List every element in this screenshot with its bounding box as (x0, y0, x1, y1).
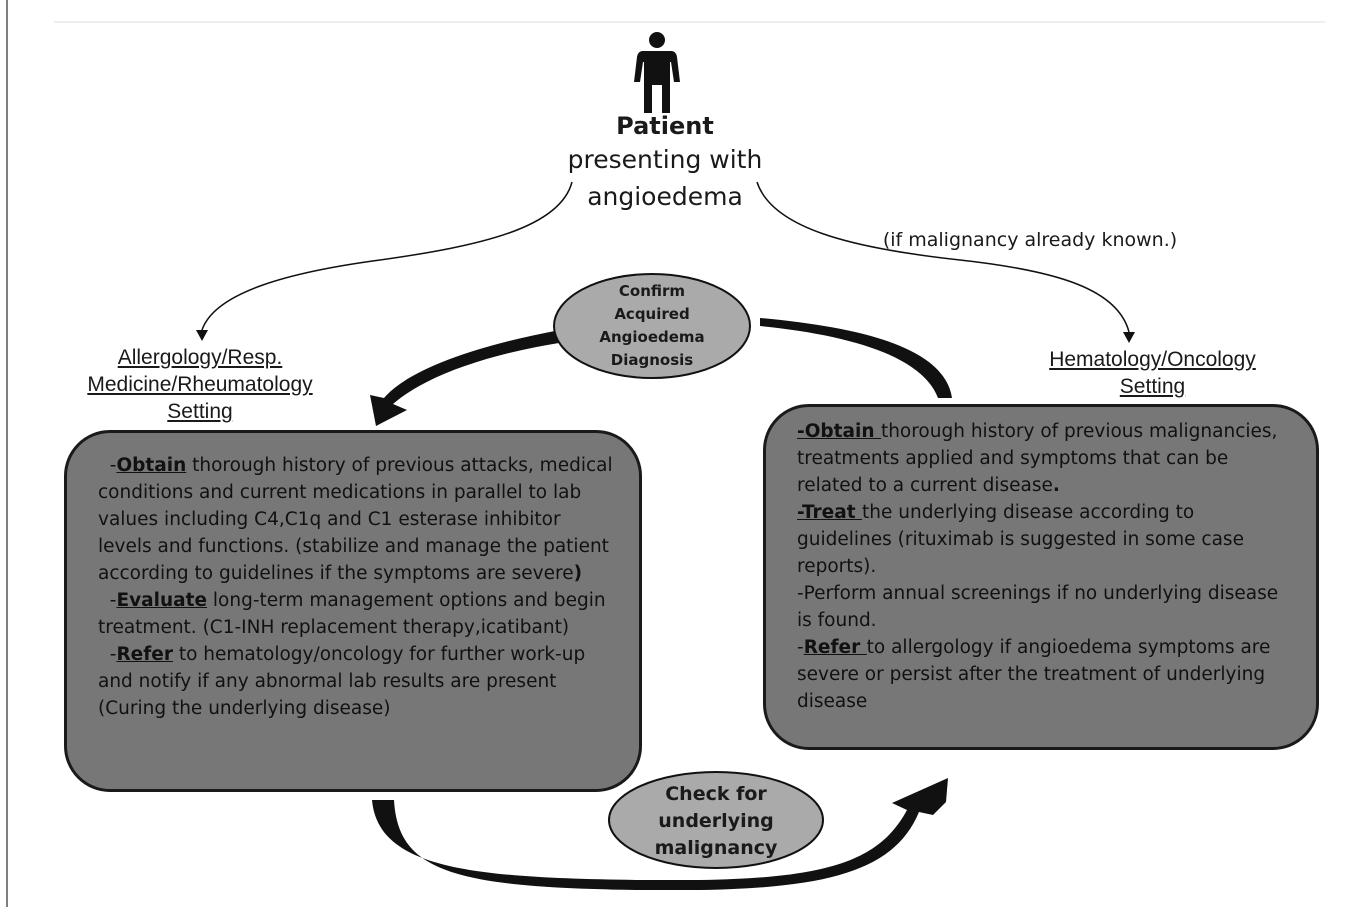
left-evaluate-keyword: Evaluate (116, 590, 208, 611)
patient-subtitle-line2: angioedema (587, 182, 743, 211)
left-refer-item: -Refer to hematology/oncology for furthe… (98, 644, 586, 719)
right-refer-item: -Refer to allergology if angioedema symp… (797, 637, 1271, 712)
right-action-box: -Obtain thorough history of previous mal… (763, 404, 1319, 750)
right-perform-item: -Perform annual screenings if no underly… (797, 583, 1279, 631)
right-treat-item: -Treat the underlying disease according … (797, 499, 1290, 580)
left-obtain-item: -Obtain thorough history of previous att… (98, 455, 613, 584)
patient-subtitle-line1: presenting with (567, 145, 763, 174)
left-obtain-close: ) (573, 563, 583, 584)
left-setting-line3: Setting (167, 400, 233, 423)
bottom-oval-line2: underlying (658, 810, 774, 832)
bottom-oval (608, 771, 824, 869)
branch-right-arrowhead (1123, 332, 1135, 343)
right-obtain-close: . (1052, 475, 1060, 496)
right-setting-line2: Setting (1119, 375, 1186, 398)
top-oval (553, 273, 751, 379)
patient-title: Patient (616, 112, 714, 140)
cycle-top-arrow-right (760, 318, 952, 398)
branch-right-curve (756, 181, 1130, 333)
left-action-box: -Obtain thorough history of previous att… (64, 430, 642, 792)
right-treat-text: the underlying disease according to guid… (797, 502, 1244, 577)
bottom-oval-line1: Check for (665, 783, 767, 805)
branch-left-curve (201, 181, 573, 331)
top-oval-line2: Acquired (614, 305, 690, 323)
right-treat-keyword-text: Treat (801, 502, 862, 523)
right-refer-text: to allergology if angioedema symptoms ar… (797, 637, 1271, 712)
cycle-top-arrow (370, 330, 565, 426)
right-setting-line1: Hematology/Oncology (1049, 348, 1256, 371)
right-treat-keyword: -Treat (797, 502, 862, 523)
left-setting-label: Allergology/Resp. Medicine/Rheumatology … (40, 344, 360, 425)
left-obtain-text: thorough history of previous attacks, me… (98, 455, 613, 584)
bottom-oval-line3: malignancy (654, 837, 778, 859)
person-icon (634, 32, 680, 113)
top-oval-line4: Diagnosis (610, 351, 694, 369)
right-obtain-keyword: -Obtain (797, 421, 881, 442)
left-evaluate-text: long-term management options and begin t… (98, 590, 606, 638)
right-obtain-item: -Obtain thorough history of previous mal… (797, 418, 1290, 499)
right-setting-label: Hematology/Oncology Setting (1000, 346, 1305, 400)
top-oval-line1: Confirm (618, 282, 686, 300)
right-obtain-keyword-text: Obtain (804, 421, 881, 442)
left-setting-line2: Medicine/Rheumatology (87, 373, 313, 396)
right-refer-keyword: Refer (803, 637, 867, 658)
branch-left-arrowhead (196, 330, 208, 341)
branch-note: (if malignancy already known.) (882, 229, 1178, 251)
bottom-oval-label: Check for underlying malignancy (626, 781, 806, 862)
top-oval-label: Confirm Acquired Angioedema Diagnosis (574, 280, 730, 372)
left-setting-line1: Allergology/Resp. (117, 346, 283, 369)
left-refer-text: to hematology/oncology for further work-… (98, 644, 586, 719)
left-obtain-keyword: Obtain (116, 455, 187, 476)
left-evaluate-item: -Evaluate long-term management options a… (98, 590, 606, 638)
right-obtain-text: thorough history of previous malignancie… (797, 421, 1278, 496)
left-refer-keyword: Refer (116, 644, 173, 665)
top-oval-line3: Angioedema (599, 328, 705, 346)
